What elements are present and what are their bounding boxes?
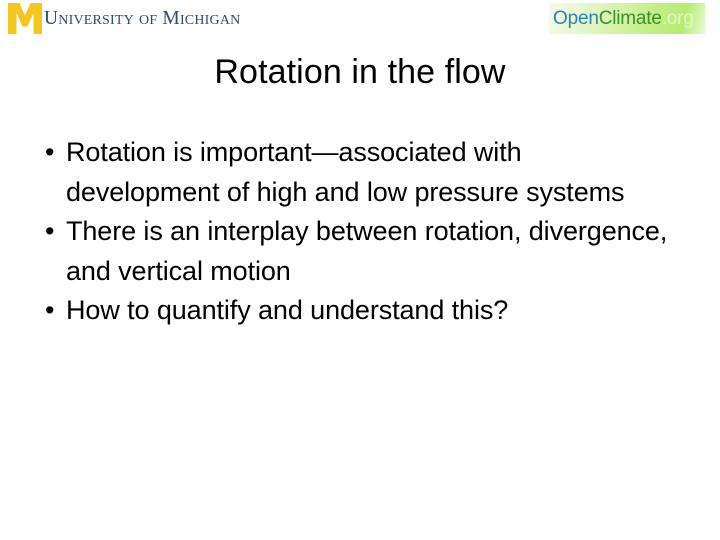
bullet-list-item: • There is an interplay between rotation…: [36, 212, 676, 291]
bullet-list-item: • Rotation is important—associated with …: [36, 133, 676, 212]
bullet-marker-icon: •: [45, 216, 55, 246]
openclimate-org-text: .org: [661, 8, 694, 29]
slide-title: Rotation in the flow: [214, 53, 506, 91]
bullet-text: There is an interplay between rotation, …: [66, 216, 668, 286]
bullet-marker-icon: •: [45, 295, 55, 325]
bullet-text: Rotation is important—associated with de…: [66, 137, 625, 207]
bullet-marker-icon: •: [45, 137, 55, 167]
bullet-list-item: • How to quantify and understand this?: [36, 291, 676, 331]
openclimate-wordmark: OpenClimate.org: [553, 9, 694, 28]
university-wordmark: University of Michigan: [44, 8, 241, 30]
openclimate-climate-text: Climate: [598, 8, 662, 29]
openclimate-open-text: Open: [553, 8, 599, 29]
block-m-icon: [8, 2, 42, 34]
openclimate-logo[interactable]: OpenClimate.org: [549, 3, 705, 34]
bullet-text: How to quantify and understand this?: [66, 295, 509, 325]
slide-body: • Rotation is important—associated with …: [36, 133, 676, 331]
university-of-michigan-logo: University of Michigan: [8, 1, 240, 35]
slide-header: University of Michigan OpenClimate.org: [0, 0, 720, 40]
